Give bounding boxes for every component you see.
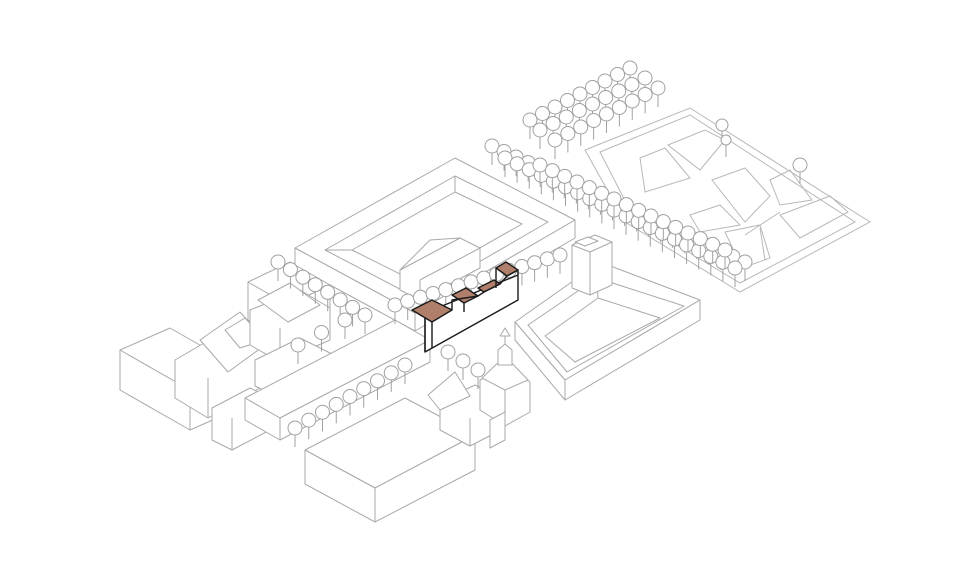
east-block-roof-lantern — [574, 236, 599, 247]
tree — [618, 197, 634, 224]
tree — [630, 214, 646, 241]
tree — [539, 251, 555, 278]
church-with-tower — [427, 327, 531, 449]
tree — [720, 134, 732, 157]
tree — [356, 381, 372, 408]
tree — [599, 106, 614, 133]
tree — [455, 353, 471, 380]
tree — [637, 87, 653, 114]
tree — [314, 325, 329, 352]
tree-avenues — [270, 60, 808, 447]
tree — [703, 248, 719, 276]
tree — [328, 396, 344, 424]
tree — [345, 299, 361, 327]
tree — [547, 99, 563, 126]
tree — [295, 269, 311, 297]
tree — [509, 156, 525, 183]
tree — [680, 225, 696, 252]
tree — [569, 174, 585, 201]
tree — [527, 255, 543, 282]
tree — [631, 202, 647, 230]
tree — [383, 365, 399, 392]
tree — [606, 191, 622, 218]
tree — [581, 180, 597, 207]
courtyard-block-east — [514, 234, 701, 401]
tree — [440, 344, 456, 371]
tree — [792, 157, 808, 184]
tree — [370, 373, 385, 400]
tree — [552, 247, 568, 274]
tree — [586, 113, 602, 140]
tree — [705, 236, 721, 264]
tree — [522, 112, 538, 139]
tree — [650, 80, 666, 107]
tree — [668, 219, 684, 247]
tree — [397, 357, 413, 384]
highlighted-building — [411, 261, 519, 353]
east-block-tower — [571, 234, 613, 296]
tree — [301, 412, 317, 440]
tree — [497, 150, 513, 177]
tree — [654, 225, 670, 253]
garden-parterre — [711, 167, 771, 223]
tree — [337, 312, 353, 339]
tree — [624, 93, 640, 120]
tree — [691, 243, 707, 270]
tree — [642, 219, 658, 247]
tree — [560, 126, 576, 153]
tree — [270, 254, 286, 281]
tree — [557, 168, 573, 196]
tree — [532, 122, 548, 149]
tree — [611, 100, 627, 127]
garden-parterre — [779, 195, 849, 239]
tree — [727, 260, 743, 287]
tree — [342, 389, 358, 416]
garden-parterre — [769, 169, 813, 206]
tree — [643, 208, 659, 235]
south-block — [304, 397, 476, 523]
tree — [717, 242, 733, 269]
tree — [307, 277, 323, 304]
tree — [315, 404, 330, 432]
tree — [387, 297, 403, 324]
garden-parterre — [689, 204, 742, 233]
tree — [547, 132, 563, 159]
tree — [573, 119, 589, 146]
tree — [290, 337, 306, 364]
tree — [282, 262, 298, 289]
tree — [594, 185, 610, 213]
tree — [655, 214, 671, 241]
garden-parterre — [667, 129, 726, 171]
tree — [320, 284, 336, 312]
tree — [357, 307, 373, 334]
garden-parterre — [639, 147, 691, 193]
tree — [400, 293, 416, 321]
tree — [470, 362, 486, 389]
church-tower — [497, 343, 513, 366]
tree — [287, 420, 303, 447]
tree — [532, 157, 548, 184]
tree — [692, 231, 708, 258]
tree — [544, 163, 560, 190]
tree — [560, 93, 575, 120]
